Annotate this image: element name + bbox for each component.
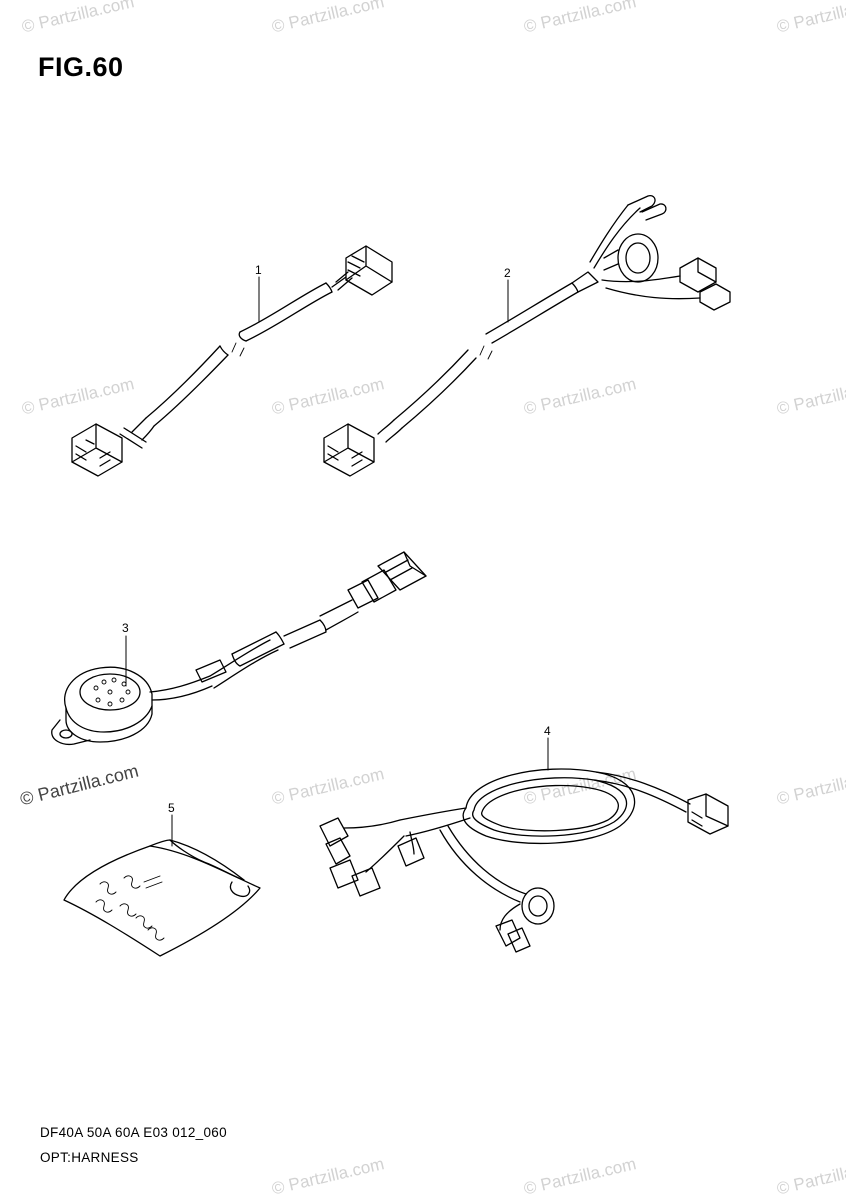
part-4-coiled-harness (319, 768, 729, 953)
callout-number-3: 3 (122, 621, 129, 635)
part-2-main-harness (323, 194, 731, 477)
callout-number-1: 1 (255, 263, 262, 277)
diagram-name: OPT:HARNESS (40, 1150, 139, 1165)
callout-number-5: 5 (168, 801, 175, 815)
part-1-connector-bottom (71, 417, 155, 477)
part-1-extension-harness (71, 245, 393, 477)
diagram-code: DF40A 50A 60A E03 012_060 (40, 1125, 227, 1140)
part-5-sticker-packet (63, 839, 261, 957)
callout-number-2: 2 (504, 266, 511, 280)
part-1-connector-top (331, 245, 393, 296)
part-3-buzzer (51, 551, 427, 746)
part-2-connector-bottom (323, 419, 403, 477)
callout-number-4: 4 (544, 724, 551, 738)
figure-title: FIG.60 (38, 52, 124, 82)
